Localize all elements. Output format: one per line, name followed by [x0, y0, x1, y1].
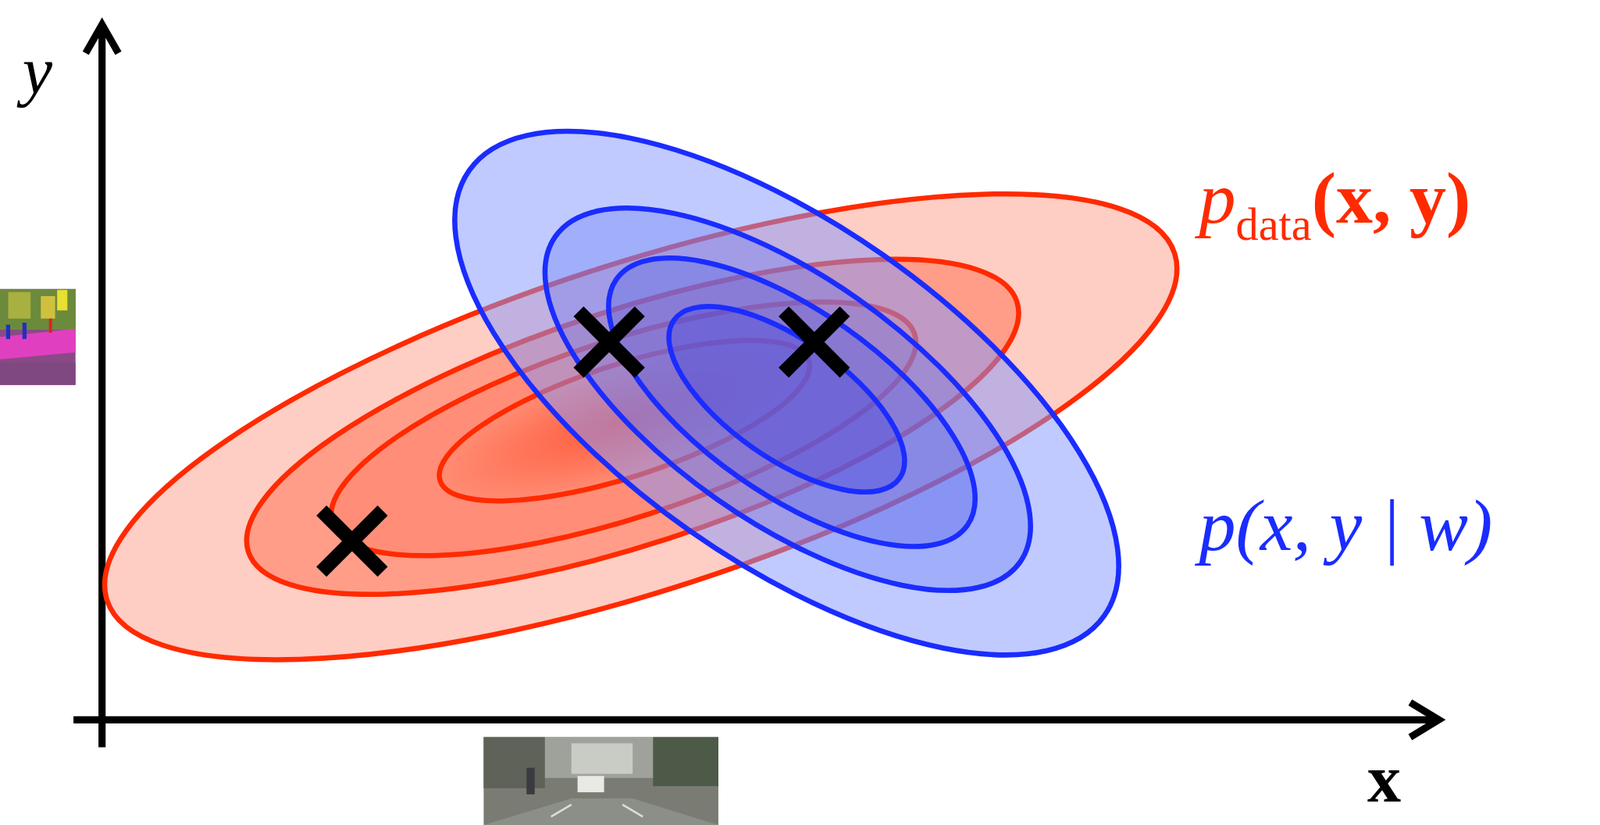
- sample-marks: [321, 311, 845, 572]
- axis-label: y: [22, 36, 53, 104]
- label-map-thumbnail: [0, 288, 76, 385]
- axis-label: x: [1367, 744, 1401, 813]
- formula: p(x, y | w): [1198, 488, 1493, 562]
- street-photo-thumbnail: [483, 737, 719, 825]
- y-axis: [98, 26, 106, 748]
- model-distribution: [372, 32, 1201, 754]
- formula-subscript: data: [1235, 202, 1312, 248]
- formula-part: p: [1198, 160, 1236, 235]
- x-axis: [73, 716, 1437, 724]
- formula-part: (x, y): [1311, 160, 1472, 235]
